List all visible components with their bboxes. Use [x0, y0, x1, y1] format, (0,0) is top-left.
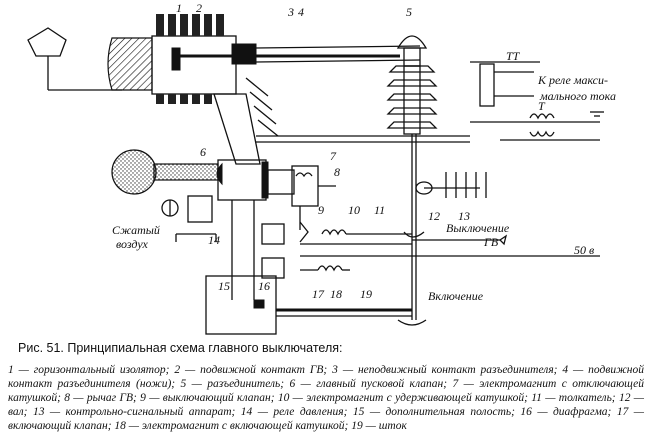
air-label-line2: воздух — [116, 237, 148, 251]
air-reservoir — [111, 149, 219, 195]
label-10: 10 — [348, 203, 360, 217]
trip-magnet — [291, 165, 336, 230]
voltage-label: 50 в — [574, 243, 594, 257]
relay-label-line2: мального тока — [539, 89, 616, 103]
label-9: 9 — [318, 203, 324, 217]
label-18: 18 — [330, 287, 342, 301]
holding-coil-assembly — [261, 221, 412, 279]
auxiliary-cavity — [205, 275, 427, 335]
label-6: 6 — [200, 145, 206, 159]
pressure-relay — [161, 195, 217, 242]
pantograph-symbol — [27, 27, 122, 91]
control-shaft — [403, 172, 487, 238]
air-label-line1: Сжатый — [112, 223, 160, 237]
main-valve-body — [216, 159, 295, 300]
label-14: 14 — [208, 233, 220, 247]
label-3: 3 — [287, 5, 294, 19]
label-8: 8 — [334, 165, 340, 179]
schematic-diagram: 1 2 3 4 5 6 7 8 9 10 11 12 13 14 15 16 1… — [27, 1, 616, 335]
on-label: Включение — [428, 289, 484, 303]
contact-rod — [180, 43, 421, 65]
label-12: 12 — [428, 209, 440, 223]
label-4: 4 — [298, 5, 304, 19]
label-1: 1 — [176, 1, 182, 15]
relay-label-line1: К реле макси- — [537, 73, 608, 87]
tt-label: ТТ — [506, 49, 521, 63]
caption-title: Рис. 51. Принципиальная схема главного в… — [18, 341, 343, 355]
label-5: 5 — [406, 5, 412, 19]
closing-valve — [300, 265, 350, 272]
t-label: T — [538, 99, 546, 113]
label-16: 16 — [258, 279, 270, 293]
off-label-line2: ГВ — [483, 235, 499, 249]
current-transformer — [470, 61, 604, 141]
label-19: 19 — [360, 287, 372, 301]
disconnector — [386, 35, 438, 320]
label-13: 13 — [458, 209, 470, 223]
horizontal-insulator — [107, 14, 237, 104]
label-2: 2 — [196, 1, 202, 15]
label-11: 11 — [374, 203, 385, 217]
caption-legend: 1 — горизонтальный изолятор; 2 — подвижн… — [8, 364, 644, 432]
arc-chute — [213, 77, 279, 165]
label-17: 17 — [312, 287, 325, 301]
off-label-line1: Выключение — [446, 221, 510, 235]
label-15: 15 — [218, 279, 230, 293]
figure-caption: Рис. 51. Принципиальная схема главного в… — [8, 341, 644, 433]
label-7: 7 — [330, 149, 337, 163]
